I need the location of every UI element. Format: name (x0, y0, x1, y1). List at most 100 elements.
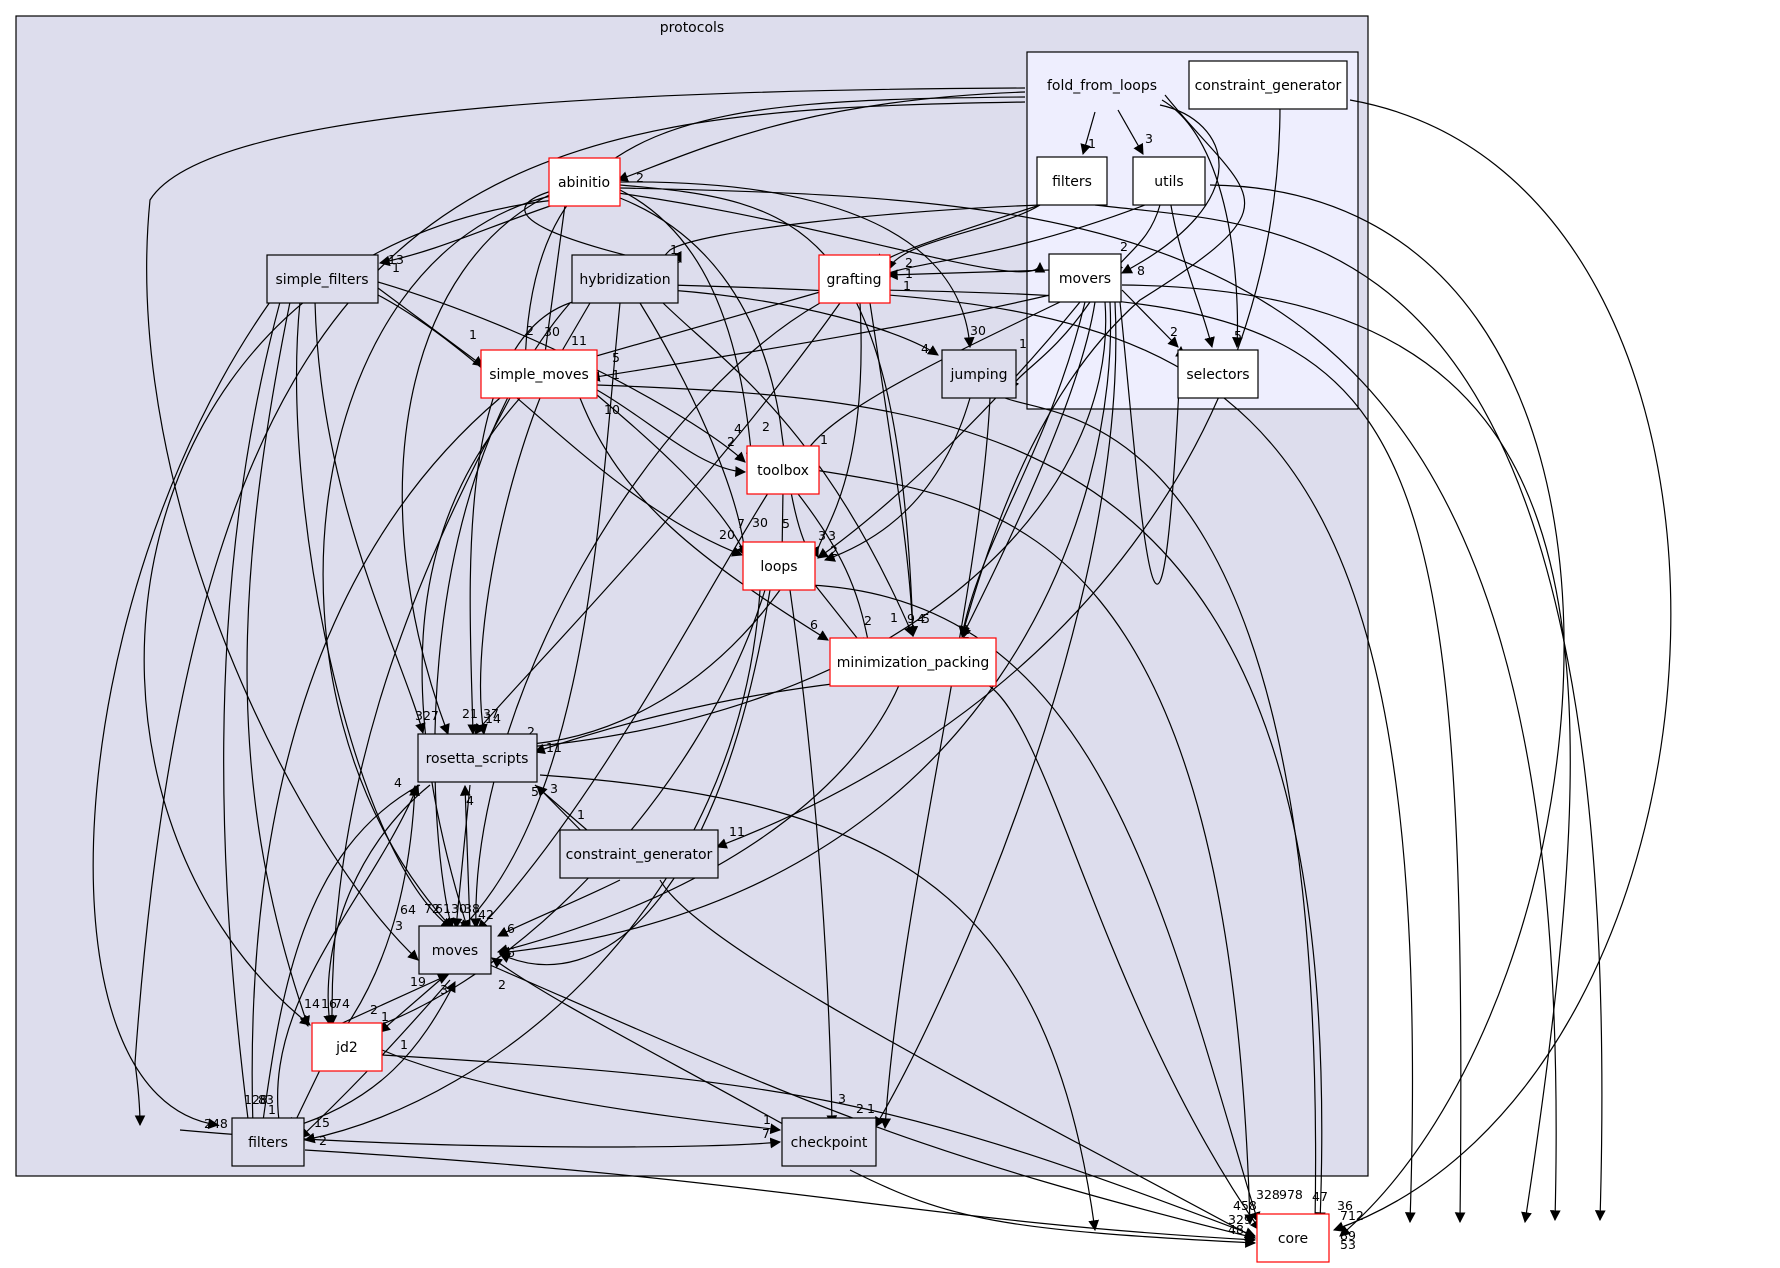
cluster-protocols-label: protocols (660, 20, 724, 36)
node-minimization-packing[interactable]: minimization_packing (829, 637, 997, 687)
edge-label: 1 (392, 260, 400, 275)
node-toolbox[interactable]: toolbox (746, 445, 820, 495)
edge-label: 5 (1234, 328, 1242, 343)
node-label: toolbox (757, 463, 809, 479)
node-filters[interactable]: filters (231, 1117, 305, 1167)
edge-label: 4 (734, 421, 742, 436)
edge-label: 11 (546, 740, 562, 755)
edge-label: 46 (499, 945, 515, 960)
edge-label: 72 (424, 901, 440, 916)
node-label: simple_filters (275, 272, 368, 288)
edge-label: 1 (962, 622, 970, 637)
edge-label: 48 (1228, 1222, 1244, 1237)
node-label: jumping (950, 367, 1008, 383)
node-label: abinitio (558, 175, 610, 191)
node-constraint-generator[interactable]: constraint_generator (559, 829, 719, 879)
node-jd2[interactable]: jd2 (311, 1022, 383, 1072)
edge-label: 2 (1170, 324, 1178, 339)
node-label: constraint_generator (566, 847, 713, 863)
node-abinitio[interactable]: abinitio (548, 157, 621, 207)
edge-label: 1 (820, 432, 828, 447)
edge-label: 2 (370, 1002, 378, 1017)
edge-label: 2 (319, 1133, 327, 1148)
edge-label: 9 (907, 611, 915, 626)
edge-label: 128 (244, 1092, 268, 1107)
edge-label: 2 (526, 323, 534, 338)
node-loops[interactable]: loops (742, 541, 816, 591)
node-utils[interactable]: utils (1132, 156, 1206, 206)
node-checkpoint[interactable]: checkpoint (781, 1117, 877, 1167)
node-rosetta-scripts[interactable]: rosetta_scripts (417, 733, 538, 783)
fold-from-loops-label: fold_from_loops (1047, 78, 1157, 94)
edge-label: 5 (782, 516, 790, 531)
edge-label: 2 (962, 626, 970, 641)
edge-label: 13 (388, 252, 404, 267)
node-grafting[interactable]: grafting (818, 254, 891, 304)
edge-label: 712 (1340, 1208, 1364, 1223)
edge-label: 10 (604, 402, 620, 417)
node-label: constraint_generator (1195, 78, 1342, 94)
node-label: moves (432, 943, 478, 959)
edge-label: 329 (1228, 1212, 1252, 1227)
edge-label: 2 (498, 977, 506, 992)
edge-label: 37 (483, 706, 499, 721)
edge-label: 21 (462, 706, 478, 721)
edge-label: 3 (838, 1091, 846, 1106)
edge-label: 14 (304, 996, 320, 1011)
edge-label: 2 (636, 170, 644, 185)
node-label: filters (248, 1135, 288, 1151)
edge-label: 1 (890, 610, 898, 625)
edge-label: 328 (1256, 1187, 1280, 1202)
edge-label: 3 (828, 528, 836, 543)
edge-label: 1 (577, 807, 585, 822)
edge-label: 4 (921, 341, 929, 356)
edge-label: 61 (435, 901, 451, 916)
edge-label: 30 (451, 901, 467, 916)
edge-label: 20 (719, 527, 735, 542)
edge-label: 1 (670, 242, 678, 257)
node-label: core (1278, 1231, 1308, 1247)
node-constraint-generator-top[interactable]: constraint_generator (1188, 60, 1348, 110)
edge-label: 1 (1088, 136, 1096, 151)
edge-label: 83 (258, 1092, 274, 1107)
edge-label: 8 (1137, 263, 1145, 278)
edge-label: 2 (830, 543, 838, 558)
edge-label: 327 (415, 708, 439, 723)
edge-label: 3 (395, 918, 403, 933)
edge-label: 4 (917, 611, 925, 626)
edge-label: 38 (464, 901, 480, 916)
edge-label: 30 (970, 323, 986, 338)
edge-label: 15 (314, 1115, 330, 1130)
edge-label: 11 (729, 824, 745, 839)
node-hybridization[interactable]: hybridization (571, 254, 679, 304)
edge-label: 4 (394, 775, 402, 790)
edge-label: 1 (381, 1009, 389, 1024)
edge-label: 1 (867, 1101, 875, 1116)
node-moves[interactable]: moves (418, 925, 492, 975)
node-label: simple_moves (489, 367, 589, 383)
node-label: checkpoint (791, 1135, 868, 1151)
edge-label: 7 (737, 516, 745, 531)
node-core[interactable]: core (1256, 1213, 1330, 1263)
edges (92, 87, 1672, 1248)
edge-label: 1 (469, 327, 477, 342)
edge-label: 14 (485, 711, 501, 726)
node-movers[interactable]: movers (1048, 253, 1122, 303)
node-simple-moves[interactable]: simple_moves (480, 349, 598, 399)
edge-label: 1 (400, 1037, 408, 1052)
node-simple-filters[interactable]: simple_filters (266, 254, 379, 304)
edge-label: 2 (856, 1101, 864, 1116)
node-label: loops (760, 559, 797, 575)
edge-label: 19 (410, 974, 426, 989)
edge-label: 2 (527, 724, 535, 739)
node-jumping[interactable]: jumping (941, 349, 1017, 399)
edge-label: 5 (922, 611, 930, 626)
edge-label: 1 (612, 367, 620, 382)
node-selectors[interactable]: selectors (1177, 349, 1259, 399)
edge-label: 36 (1337, 1198, 1353, 1213)
edge-label: 1 (763, 1112, 771, 1127)
edge-label: 74 (334, 996, 350, 1011)
edge-label: 1 (905, 266, 913, 281)
node-ffl-filters[interactable]: filters (1036, 156, 1108, 206)
edge-label: 30 (544, 324, 560, 339)
